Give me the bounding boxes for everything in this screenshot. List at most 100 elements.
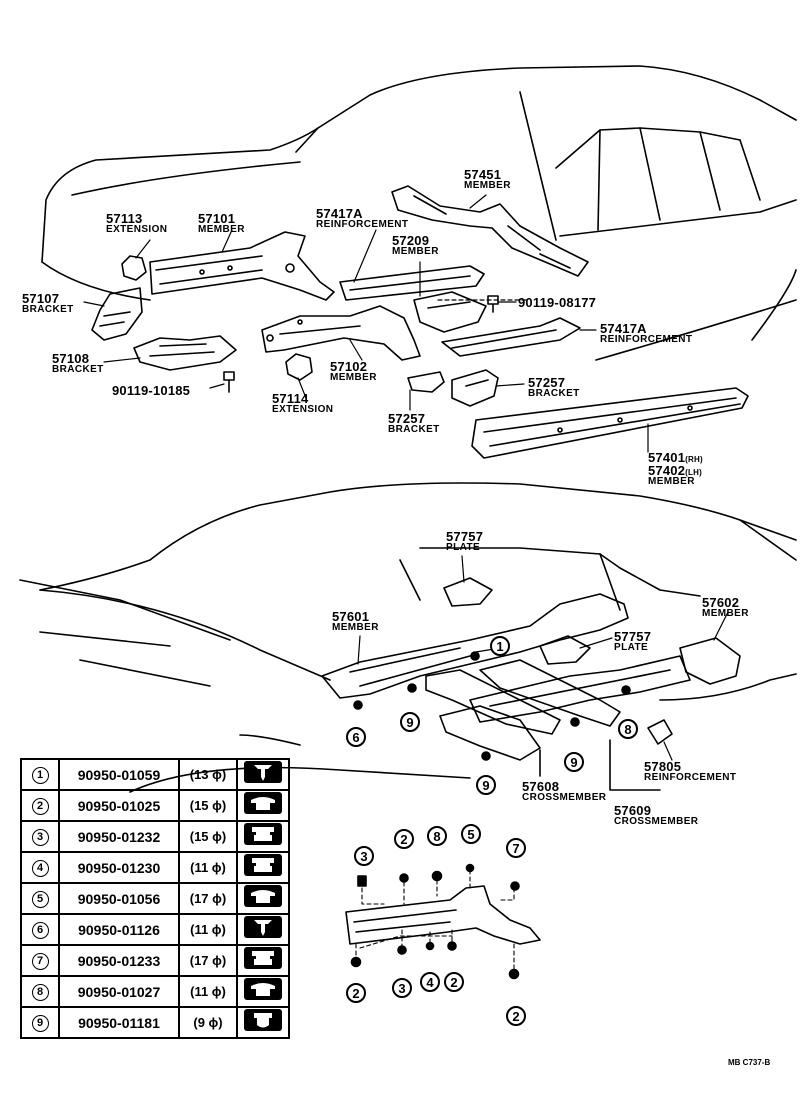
label-57114-number: 57114 — [272, 391, 309, 406]
label-57609: 57609 CROSSMEMBER — [614, 804, 698, 827]
label-57757-right-name: PLATE — [614, 642, 649, 653]
bolt-90119-08177-art — [487, 295, 499, 313]
lower-car-body-outline — [19, 482, 797, 793]
clip-icon-cell — [236, 944, 290, 977]
plate-57757-right-art — [539, 635, 591, 665]
clip-index: 7 — [31, 952, 49, 970]
clip-size: (11 ϕ) — [178, 975, 238, 1008]
clip-index-cell: 4 — [20, 851, 60, 884]
label-57257-left-name: BRACKET — [388, 424, 440, 435]
clip-index-cell: 5 — [20, 882, 60, 915]
label-57257-left: 57257 BRACKET — [388, 412, 440, 435]
label-57601: 57601 MEMBER — [332, 610, 379, 633]
bolt-90119-10185-art — [223, 371, 235, 393]
label-57101-name: MEMBER — [198, 224, 245, 235]
clip-index: 9 — [31, 1014, 49, 1032]
clip-index: 5 — [31, 890, 49, 908]
round-plug-icon — [243, 977, 283, 1001]
callout-9-c: 9 — [564, 752, 584, 772]
label-90119-08177-number: 90119-08177 — [518, 295, 597, 310]
bracket-57257-left-art — [407, 371, 445, 393]
clip-size: (17 ϕ) — [178, 882, 238, 915]
clip-part-number: 90950-01056 — [58, 882, 180, 915]
clip-icon-cell — [236, 820, 290, 853]
label-57102-number: 57102 — [330, 359, 368, 374]
label-57609-number: 57609 — [614, 803, 652, 818]
label-57608-name: CROSSMEMBER — [522, 792, 607, 803]
label-57107-name: BRACKET — [22, 304, 74, 315]
label-57113: 57113 EXTENSION — [106, 212, 167, 235]
round-plug-icon — [243, 884, 283, 908]
callout-1: 1 — [490, 636, 510, 656]
detail-callout-7-top: 7 — [506, 838, 526, 858]
label-90119-08177: 90119-08177 — [518, 296, 596, 309]
label-57608: 57608 CROSSMEMBER — [522, 780, 606, 803]
clip-icon-cell — [236, 913, 290, 946]
label-57805-name: REINFORCEMENT — [644, 772, 737, 783]
extension-57113-art — [121, 255, 147, 281]
cup-plug-icon — [243, 1008, 283, 1032]
callout-6: 6 — [346, 727, 366, 747]
reinforcement-57805-art — [647, 719, 673, 745]
label-57102: 57102 MEMBER — [330, 360, 377, 383]
member-57602-art — [469, 637, 741, 723]
label-57257-right-name: BRACKET — [528, 388, 580, 399]
label-lh-tag: (LH) — [685, 468, 702, 477]
label-57402-number: 57402 — [648, 463, 686, 478]
clip-size: (9 ϕ) — [178, 1006, 238, 1039]
label-57113-number: 57113 — [106, 211, 143, 226]
clip-index: 3 — [31, 828, 49, 846]
label-57257-right: 57257 BRACKET — [528, 376, 580, 399]
label-57757-right: 57757 PLATE — [614, 630, 651, 653]
round-plug-icon — [243, 791, 283, 815]
label-57401-number: 57401 — [648, 450, 686, 465]
detail-callout-2-bottom-c: 2 — [506, 1006, 526, 1026]
label-57101-number: 57101 — [198, 211, 236, 226]
clip-index-cell: 3 — [20, 820, 60, 853]
detail-callout-3-top: 3 — [354, 846, 374, 866]
clip-part-number: 90950-01233 — [58, 944, 180, 977]
clip-index-cell: 1 — [20, 758, 60, 791]
clip-index: 2 — [31, 797, 49, 815]
label-57601-name: MEMBER — [332, 622, 379, 633]
label-57417a-lower-number: 57417A — [600, 321, 647, 336]
clip-index-cell: 6 — [20, 913, 60, 946]
clip-icon-cell — [236, 758, 290, 791]
clip-index: 4 — [31, 859, 49, 877]
label-57114: 57114 EXTENSION — [272, 392, 333, 415]
clip-table-row: 5 90950-01056(17 ϕ) — [20, 882, 290, 915]
push-clip-arrow-icon — [243, 760, 283, 784]
clip-part-number: 90950-01230 — [58, 851, 180, 884]
label-57608-number: 57608 — [522, 779, 560, 794]
label-57114-name: EXTENSION — [272, 404, 334, 415]
clip-part-number: 90950-01232 — [58, 820, 180, 853]
label-57113-name: EXTENSION — [106, 224, 168, 235]
label-57805: 57805 REINFORCEMENT — [644, 760, 736, 783]
detail-callout-8-top: 8 — [427, 826, 447, 846]
member-57102-art — [261, 305, 421, 361]
label-57451-number: 57451 — [464, 167, 502, 182]
detail-callout-5-top: 5 — [461, 824, 481, 844]
label-57805-number: 57805 — [644, 759, 682, 774]
label-57102-name: MEMBER — [330, 372, 377, 383]
label-57209: 57209 MEMBER — [392, 234, 439, 257]
clip-index: 1 — [31, 766, 49, 784]
label-57257-left-number: 57257 — [388, 411, 426, 426]
front-member-57101-art — [149, 231, 335, 301]
label-57602: 57602 MEMBER — [702, 596, 749, 619]
leader-lines-bottom — [357, 555, 729, 761]
clip-part-number: 90950-01126 — [58, 913, 180, 946]
detail-fasteners — [350, 863, 520, 980]
label-57451-name: MEMBER — [464, 180, 511, 191]
label-57757-top-number: 57757 — [446, 529, 484, 544]
callout-9-b: 9 — [476, 775, 496, 795]
label-57107: 57107 BRACKET — [22, 292, 74, 315]
